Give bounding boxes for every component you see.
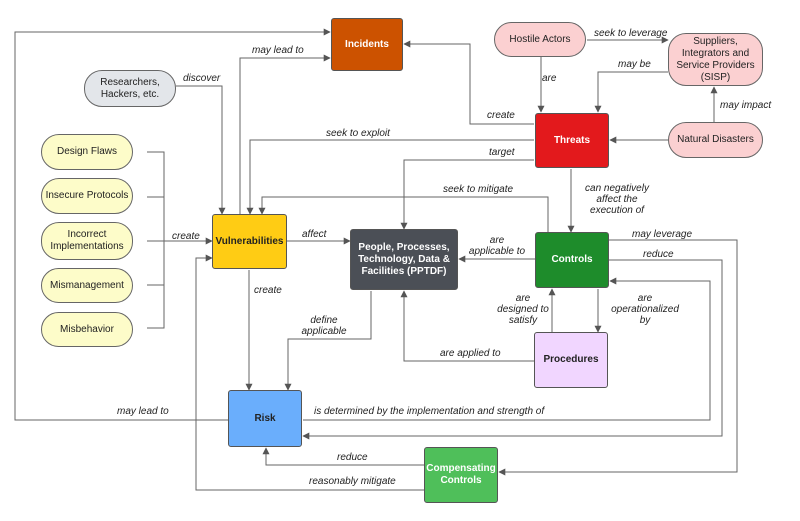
edge-pptdf-define-applicable-risk [284, 291, 372, 391]
node-hostile-actors[interactable]: Hostile Actors [494, 22, 586, 57]
label-are-applicable-to: are applicable to [468, 235, 526, 257]
label-are-designed-to-satisfy: are designed to satisfy [497, 293, 549, 326]
node-insecure-protocols[interactable]: Insecure Protocols [41, 178, 133, 214]
label-create-weaknesses: create [172, 231, 200, 242]
node-controls[interactable]: Controls [535, 232, 609, 288]
node-procedures[interactable]: Procedures [534, 332, 608, 388]
node-sisp[interactable]: Suppliers, Integrators and Service Provi… [668, 33, 763, 86]
node-incidents[interactable]: Incidents [331, 18, 403, 71]
edge-procedures-applied-to-pptdf [400, 290, 534, 362]
edge-researchers-discover-vulnerabilities [176, 85, 226, 215]
label-may-leverage: may leverage [632, 229, 693, 240]
node-incorrect-implementations[interactable]: Incorrect Implementations [41, 222, 133, 260]
label-are-applied-to: are applied to [440, 348, 501, 359]
node-researchers[interactable]: Researchers, Hackers, etc. [84, 70, 176, 107]
node-risk[interactable]: Risk [228, 390, 302, 447]
label-reasonably-mitigate: reasonably mitigate [309, 476, 396, 487]
label-seek-to-leverage: seek to leverage [594, 28, 668, 39]
label-is-determined-by: is determined by the implementation and … [314, 406, 545, 417]
label-can-negatively-affect: can negatively affect the execution of [585, 183, 649, 216]
edge-sisp-may-be-threats [594, 71, 668, 113]
edge-design-flaws [147, 151, 165, 329]
edge-threats-target-pptdf [400, 159, 534, 230]
label-create-vulnerabilities-risk: create [254, 285, 282, 296]
edge-risk-may-lead-to-incidents [14, 28, 331, 421]
node-mismanagement[interactable]: Mismanagement [41, 268, 133, 303]
edge-controls-mitigate-vulnerabilities [258, 196, 549, 232]
label-may-be: may be [618, 59, 651, 70]
edge-threats-create-incidents [403, 40, 534, 125]
label-reduce-controls-risk: reduce [643, 249, 674, 260]
node-pptdf[interactable]: People, Processes, Technology, Data & Fa… [350, 229, 458, 290]
edge-compensating-reduce-risk [262, 447, 424, 466]
label-seek-to-exploit: seek to exploit [326, 128, 390, 139]
label-are: are [542, 73, 557, 84]
node-threats[interactable]: Threats [535, 113, 609, 168]
label-may-lead-to-top: may lead to [252, 45, 304, 56]
label-define-applicable: define applicable [301, 315, 347, 337]
label-affect: affect [302, 229, 327, 240]
label-may-lead-to-bottom: may lead to [117, 406, 169, 417]
edge-risk-determined-by-controls [303, 277, 711, 421]
label-discover: discover [183, 73, 221, 84]
edge-threats-seek-to-exploit-vulnerabilities [246, 139, 534, 215]
label-seek-to-mitigate: seek to mitigate [443, 184, 514, 195]
node-compensating-controls[interactable]: Compensating Controls [424, 447, 498, 503]
label-target: target [489, 147, 515, 158]
edge-controls-reduce-risk [302, 259, 723, 440]
edge-vulnerabilities-may-lead-to-incidents [239, 54, 331, 214]
label-are-operationalized-by: are operationalized by [611, 293, 679, 326]
node-misbehavior[interactable]: Misbehavior [41, 312, 133, 347]
node-design-flaws[interactable]: Design Flaws [41, 134, 133, 170]
edge-controls-may-leverage-compensating [498, 239, 738, 476]
label-create-threats-incidents: create [487, 110, 515, 121]
label-reduce-compensating-risk: reduce [337, 452, 368, 463]
node-natural-disasters[interactable]: Natural Disasters [668, 122, 763, 158]
edge-compensating-mitigate-vulnerabilities [195, 254, 424, 491]
node-vulnerabilities[interactable]: Vulnerabilities [212, 214, 287, 269]
label-may-impact: may impact [720, 100, 772, 111]
